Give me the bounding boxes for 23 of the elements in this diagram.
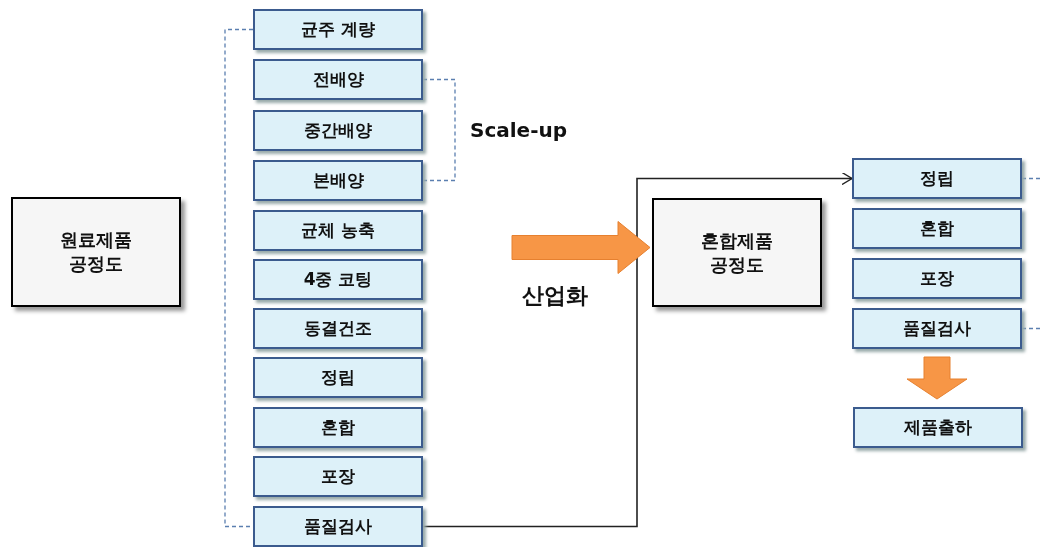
process-step-box: 포장 <box>852 258 1022 299</box>
edge-label: 산업화 <box>522 281 588 310</box>
process-step-box: 품질검사 <box>253 506 423 547</box>
process-step-box: 정립 <box>253 357 423 398</box>
process-step-box: 전배양 <box>253 59 423 100</box>
process-step-box: 제품출하 <box>853 407 1023 448</box>
arrow <box>511 221 651 274</box>
bracket-label: Scale-up <box>470 118 568 142</box>
process-step-box: 균체 농축 <box>253 210 423 251</box>
arrow <box>906 356 968 400</box>
process-step-box: 품질검사 <box>852 308 1022 349</box>
process-step-box: 포장 <box>253 456 423 497</box>
process-step-box: 균주 계량 <box>253 9 423 50</box>
process-step-box: 동결건조 <box>253 308 423 349</box>
process-chart-box: 원료제품 공정도 <box>11 197 181 307</box>
process-chart-box: 혼합제품 공정도 <box>652 198 822 307</box>
process-step-box: 혼합 <box>253 407 423 448</box>
process-step-box: 본배양 <box>253 160 423 201</box>
process-step-box: 정립 <box>852 158 1022 199</box>
process-step-box: 중간배양 <box>253 110 423 151</box>
arrow <box>422 171 853 528</box>
process-step-box: 4중 코팅 <box>253 259 423 300</box>
process-step-box: 혼합 <box>852 208 1022 249</box>
